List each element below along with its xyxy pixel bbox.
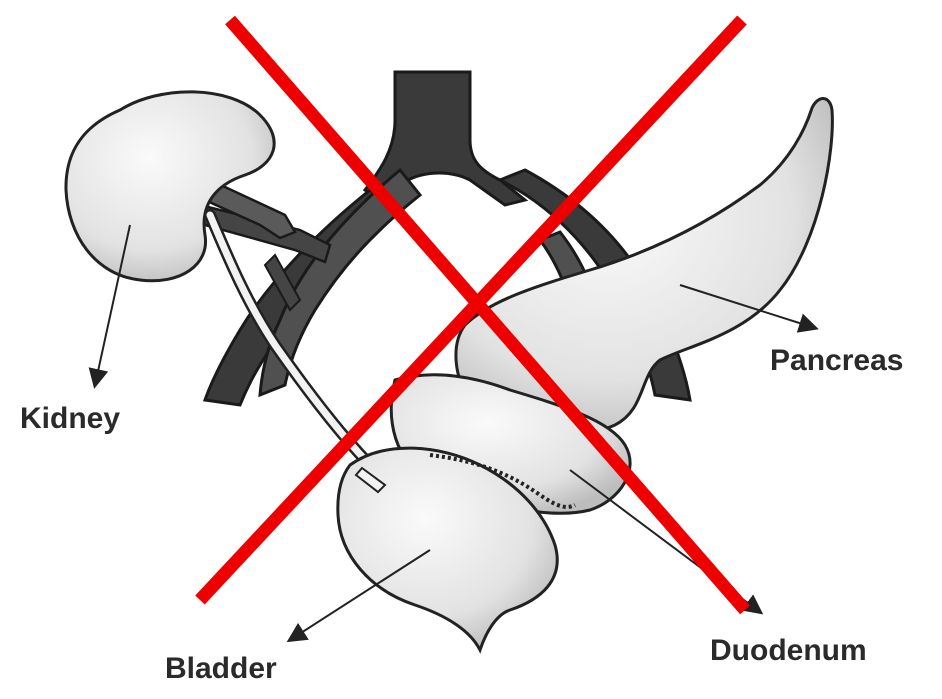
duodenum-label: Duodenum (710, 634, 867, 667)
bladder-label: Bladder (165, 652, 277, 685)
kidney-label: Kidney (20, 402, 120, 435)
pancreas-label: Pancreas (770, 344, 903, 377)
kidney (66, 92, 274, 281)
